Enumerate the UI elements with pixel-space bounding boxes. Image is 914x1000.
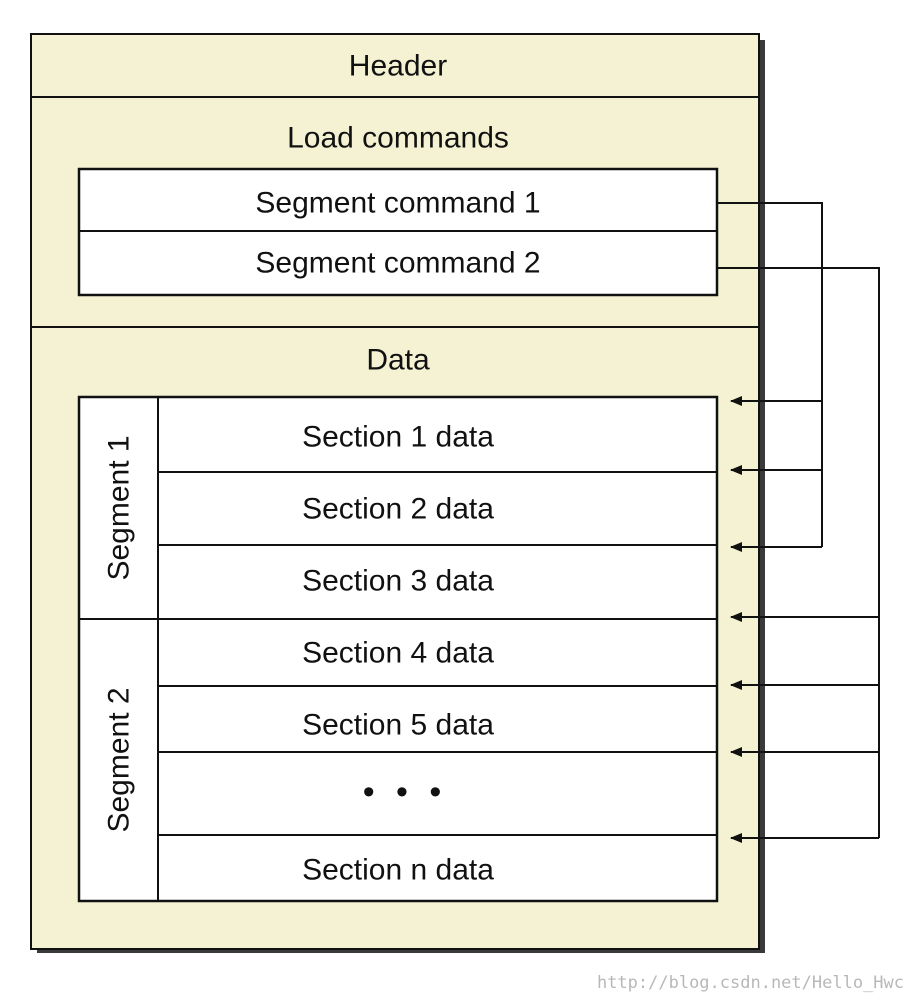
data-label: Data [366, 344, 430, 377]
segment-1-label: Segment 1 [103, 435, 136, 580]
section-5-label: Section 5 data [302, 709, 494, 742]
segment-2-label: Segment 2 [103, 687, 136, 832]
section-4-label: Section 4 data [302, 637, 494, 670]
load-commands-label: Load commands [287, 122, 509, 155]
segment-1-connector [717, 202, 823, 547]
section-1-label: Section 1 data [302, 421, 494, 454]
segment-command-1-label: Segment command 1 [255, 187, 540, 220]
header-label: Header [349, 50, 447, 83]
watermark-text: http://blog.csdn.net/Hello_Hwc [597, 973, 904, 993]
data-box [77, 395, 719, 903]
section-n-label: Section n data [302, 854, 494, 887]
section-ellipsis-label: • • • [363, 773, 448, 811]
segment-command-2-label: Segment command 2 [255, 247, 540, 280]
section-2-label: Section 2 data [302, 493, 494, 526]
section-3-label: Section 3 data [302, 565, 494, 598]
segment-2-connector [717, 267, 880, 838]
